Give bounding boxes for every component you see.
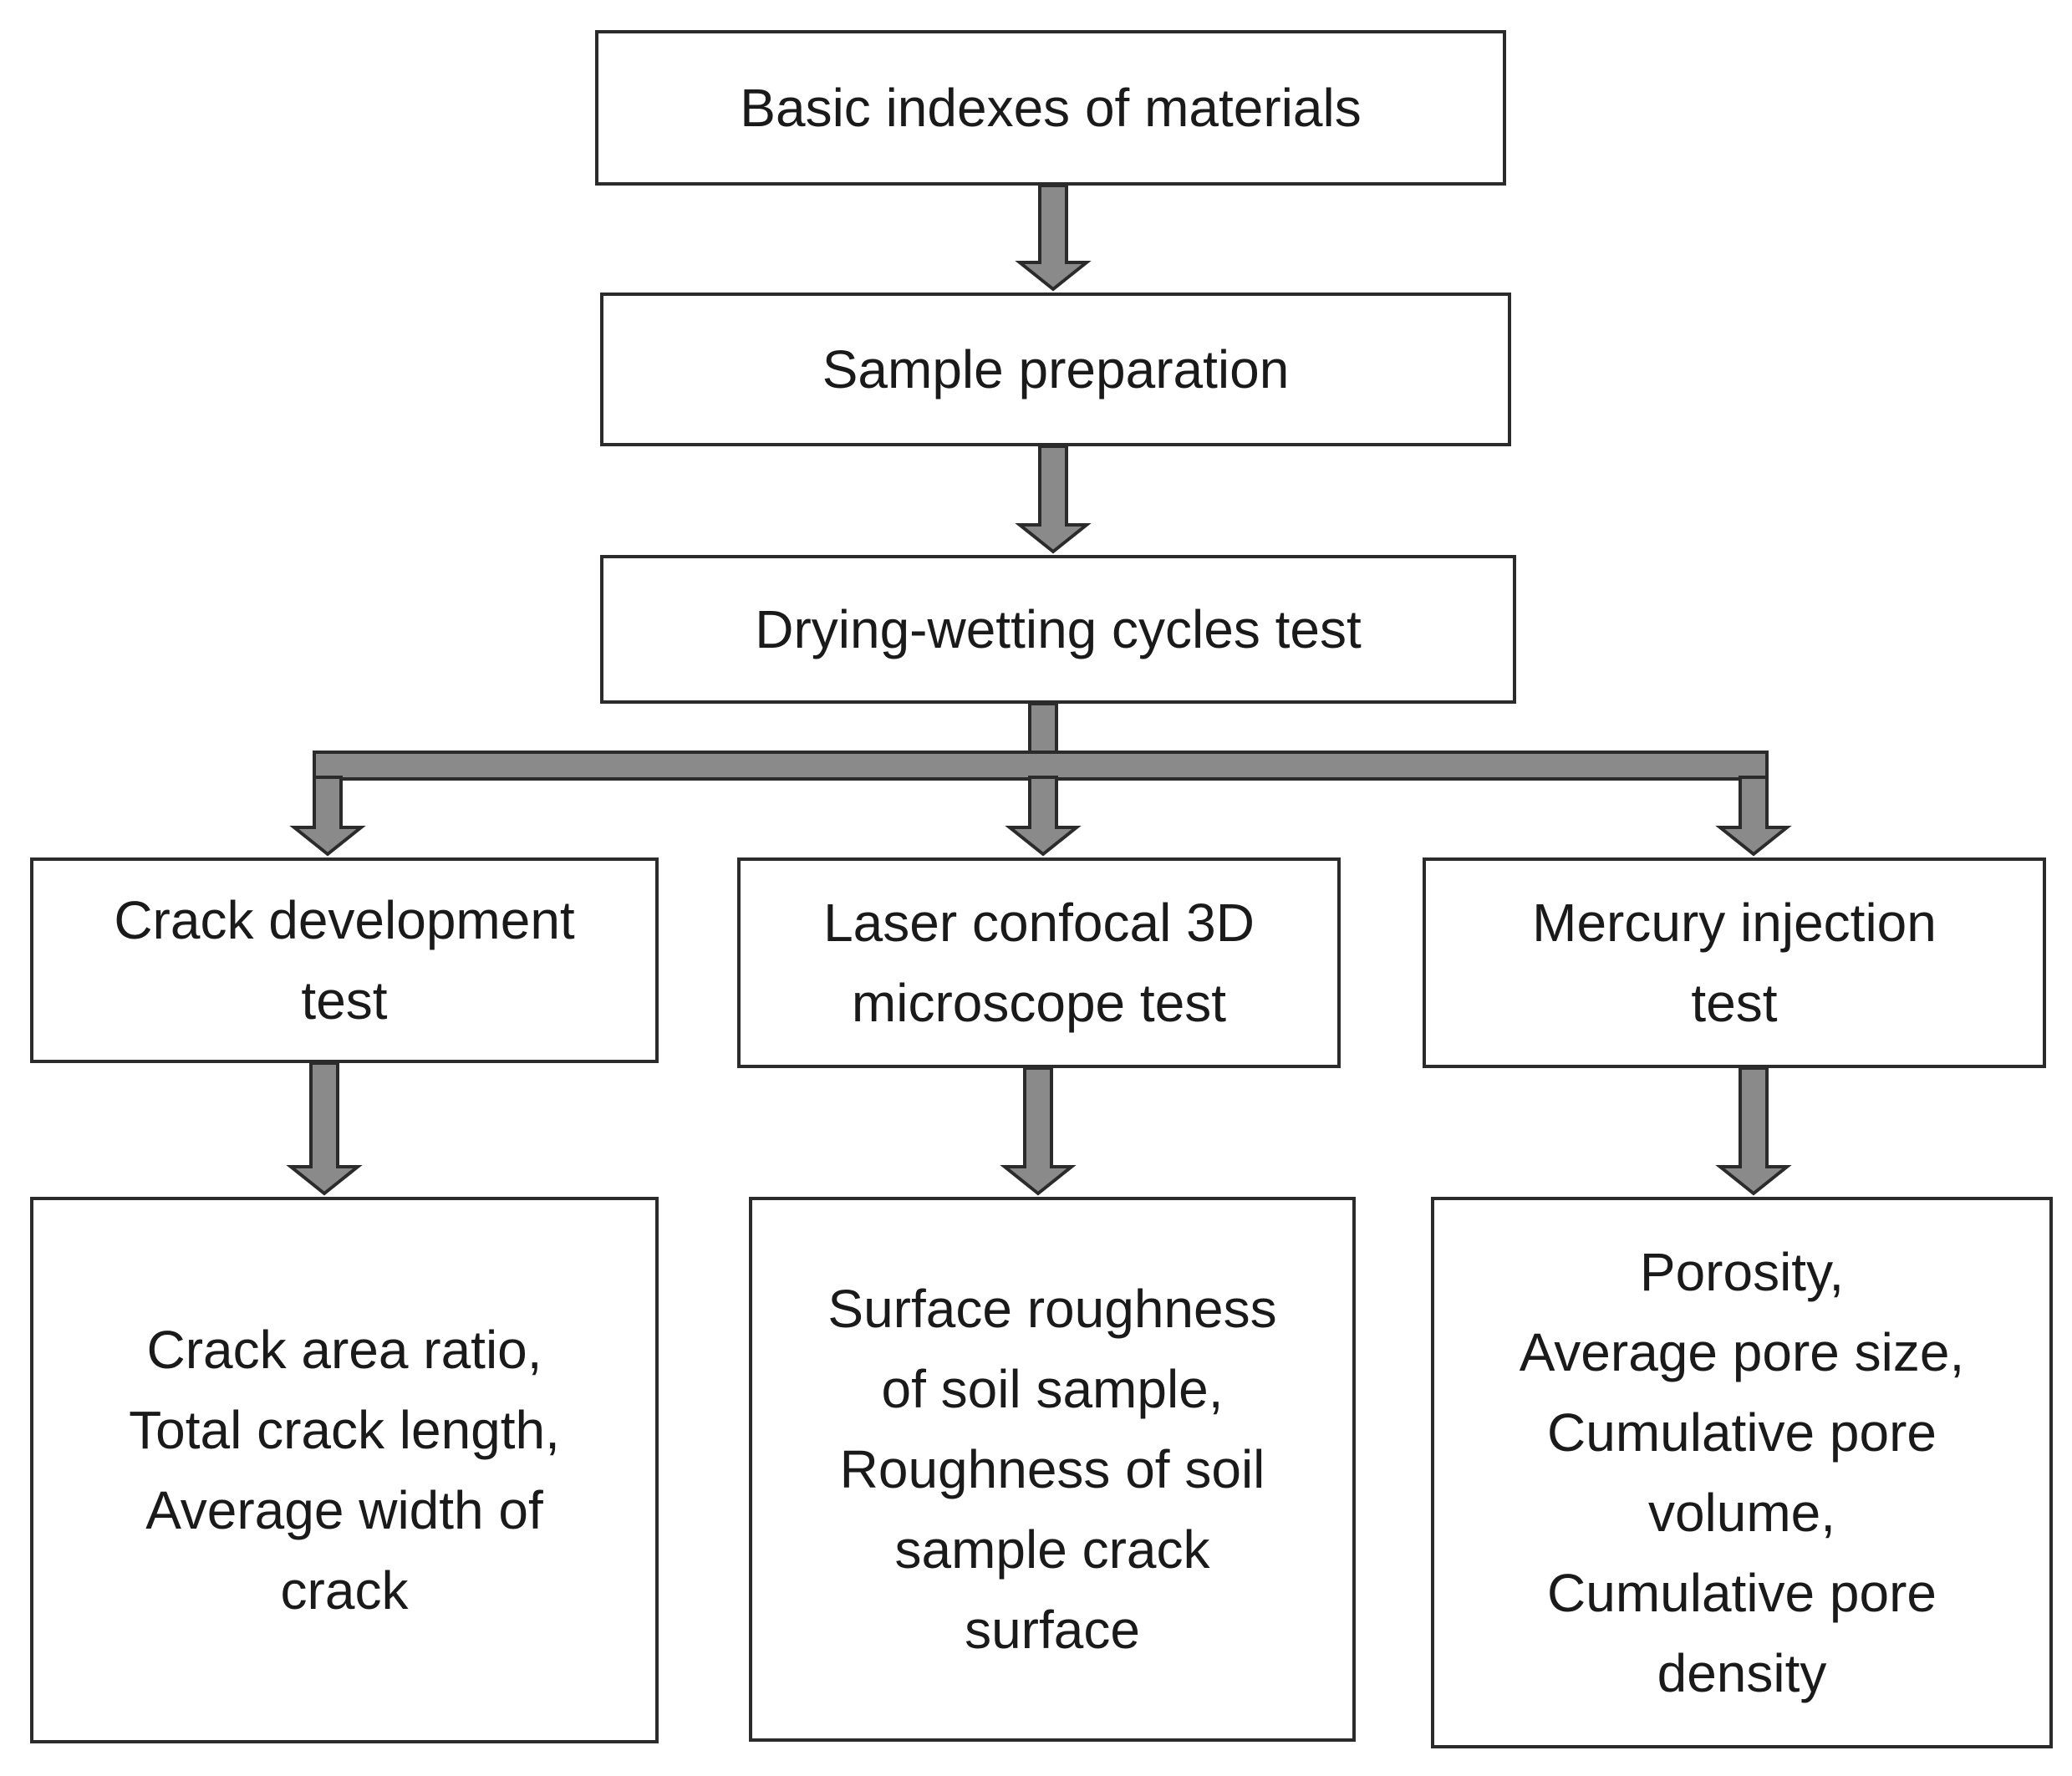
node-label-line: microscope test bbox=[851, 973, 1227, 1033]
node-drying-wetting-test: Drying-wetting cycles test bbox=[600, 555, 1516, 704]
arrow-laser-to-results bbox=[1000, 1066, 1077, 1196]
arrow-sample-to-drying bbox=[1015, 445, 1092, 554]
node-laser-results: Surface roughness of soil sample, Roughn… bbox=[749, 1197, 1356, 1742]
node-label-line: Laser confocal 3D bbox=[823, 893, 1255, 953]
node-label-line: Mercury injection bbox=[1532, 893, 1937, 953]
result-line: sample crack bbox=[894, 1519, 1210, 1580]
node-crack-development-test: Crack development test bbox=[30, 857, 659, 1063]
result-line: Cumulative pore bbox=[1547, 1402, 1937, 1463]
result-line: Total crack length, bbox=[129, 1400, 560, 1460]
result-line: surface bbox=[965, 1600, 1140, 1660]
node-label: Basic indexes of materials bbox=[740, 78, 1362, 138]
node-laser-confocal-test: Laser confocal 3D microscope test bbox=[737, 857, 1341, 1068]
node-label: Sample preparation bbox=[822, 339, 1290, 399]
node-label: Drying-wetting cycles test bbox=[755, 599, 1362, 659]
branch-stem bbox=[1028, 702, 1058, 756]
arrow-basic-to-sample bbox=[1015, 184, 1092, 292]
arrow-to-mercury-test bbox=[1715, 776, 1792, 857]
arrow-to-crack-test bbox=[289, 776, 366, 857]
result-line: Surface roughness bbox=[827, 1279, 1277, 1339]
result-line: Roughness of soil bbox=[839, 1439, 1265, 1499]
node-basic-indexes: Basic indexes of materials bbox=[595, 30, 1506, 186]
arrow-mercury-to-results bbox=[1715, 1066, 1792, 1196]
node-label-line: Crack development bbox=[114, 890, 575, 950]
result-line: Average pore size, bbox=[1519, 1322, 1965, 1382]
node-mercury-injection-test: Mercury injection test bbox=[1423, 857, 2046, 1068]
node-crack-results: Crack area ratio, Total crack length, Av… bbox=[30, 1197, 659, 1743]
result-line: crack bbox=[280, 1560, 409, 1621]
result-line: density bbox=[1657, 1643, 1827, 1703]
branch-bar bbox=[313, 751, 1769, 781]
node-label-line: test bbox=[1691, 973, 1778, 1033]
node-sample-preparation: Sample preparation bbox=[600, 293, 1511, 446]
arrow-crack-to-results bbox=[286, 1061, 363, 1196]
node-mercury-results: Porosity, Average pore size, Cumulative … bbox=[1431, 1197, 2053, 1748]
node-label-line: test bbox=[301, 970, 388, 1030]
result-line: volume, bbox=[1647, 1483, 1836, 1543]
result-line: of soil sample, bbox=[881, 1359, 1224, 1419]
result-line: Crack area ratio, bbox=[146, 1320, 542, 1380]
result-line: Porosity, bbox=[1639, 1242, 1845, 1302]
result-line: Average width of bbox=[145, 1480, 543, 1540]
arrow-to-laser-test bbox=[1005, 776, 1082, 857]
result-line: Cumulative pore bbox=[1547, 1563, 1937, 1623]
